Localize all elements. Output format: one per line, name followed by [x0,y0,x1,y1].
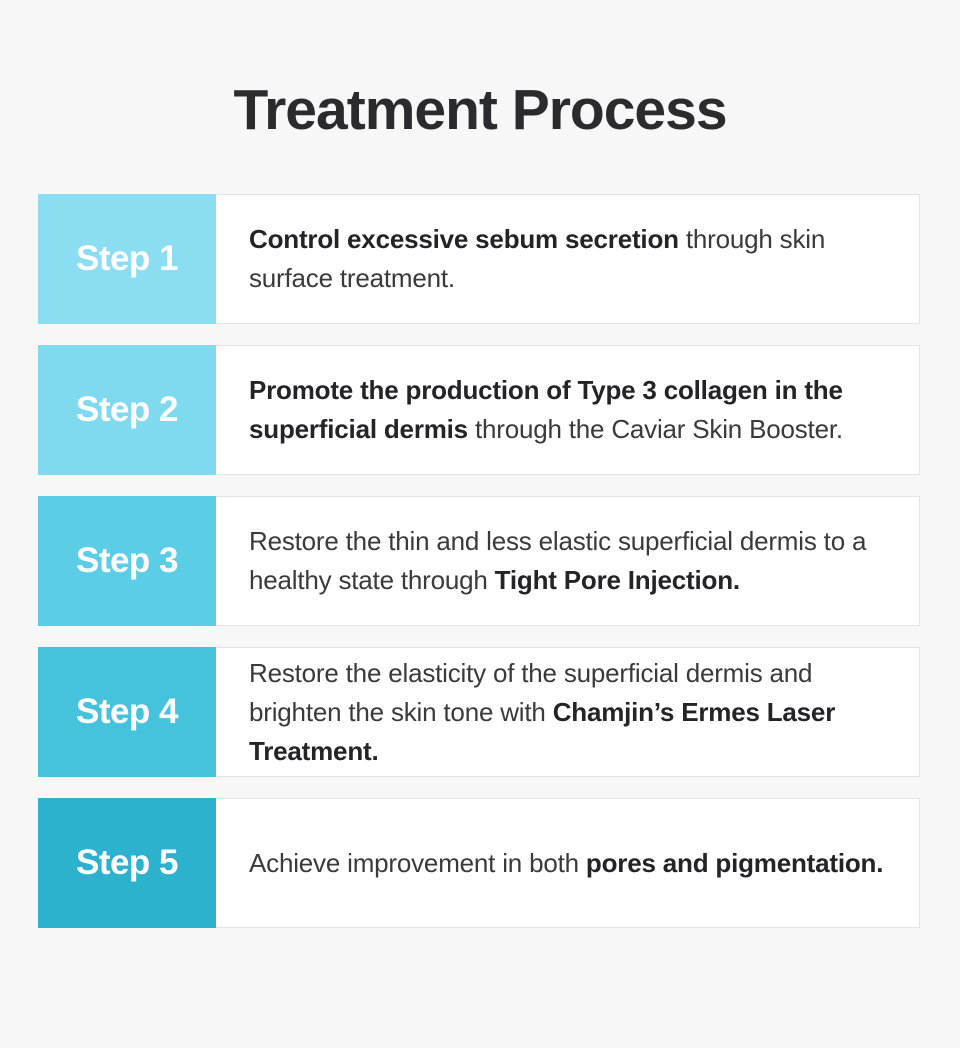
step-content-box: Promote the production of Type 3 collage… [216,345,920,476]
description-bold-text: Promote the production of Type 3 collage… [249,375,843,445]
step-label-box: Step 1 [38,194,216,325]
step-description: Restore the thin and less elastic superf… [249,522,894,600]
description-text: through skin surface treatment. [249,224,826,294]
step-row: Step 4 Restore the elasticity of the sup… [38,647,920,778]
step-label-box: Step 4 [38,647,216,778]
step-content-box: Achieve improvement in both pores and pi… [216,798,920,929]
step-content-box: Restore the elasticity of the superficia… [216,647,920,778]
step-label-box: Step 3 [38,496,216,627]
step-label: Step 3 [75,541,179,581]
step-row: Step 1 Control excessive sebum secretion… [38,194,920,325]
description-bold-text: Control excessive sebum secretion [249,224,679,255]
step-label-box: Step 2 [38,345,216,476]
step-description: Promote the production of Type 3 collage… [249,371,894,449]
step-label: Step 1 [75,239,179,279]
page-title: Treatment Process [233,78,727,142]
steps-list: Step 1 Control excessive sebum secretion… [38,194,920,929]
step-content-box: Control excessive sebum secretion throug… [216,194,920,325]
description-text: through the Caviar Skin Booster. [467,414,843,445]
description-bold-text: Tight Pore Injection. [494,565,740,596]
description-text: Restore the thin and less elastic superf… [249,526,867,596]
step-row: Step 3 Restore the thin and less elastic… [38,496,920,627]
step-label-box: Step 5 [38,798,216,929]
step-row: Step 2 Promote the production of Type 3 … [38,345,920,476]
step-label: Step 5 [75,843,179,883]
step-description: Control excessive sebum secretion throug… [249,220,894,298]
step-description: Achieve improvement in both pores and pi… [249,844,883,883]
step-description: Restore the elasticity of the superficia… [249,654,894,771]
description-text: Restore the elasticity of the superficia… [249,657,813,727]
step-label: Step 4 [75,692,179,732]
step-row: Step 5 Achieve improvement in both pores… [38,798,920,929]
description-text: Achieve improvement in both [249,847,586,878]
description-bold-text: pores and pigmentation. [585,847,884,878]
description-bold-text: Chamjin’s Ermes Laser Treatment. [249,696,836,766]
step-content-box: Restore the thin and less elastic superf… [216,496,920,627]
step-label: Step 2 [75,390,179,430]
